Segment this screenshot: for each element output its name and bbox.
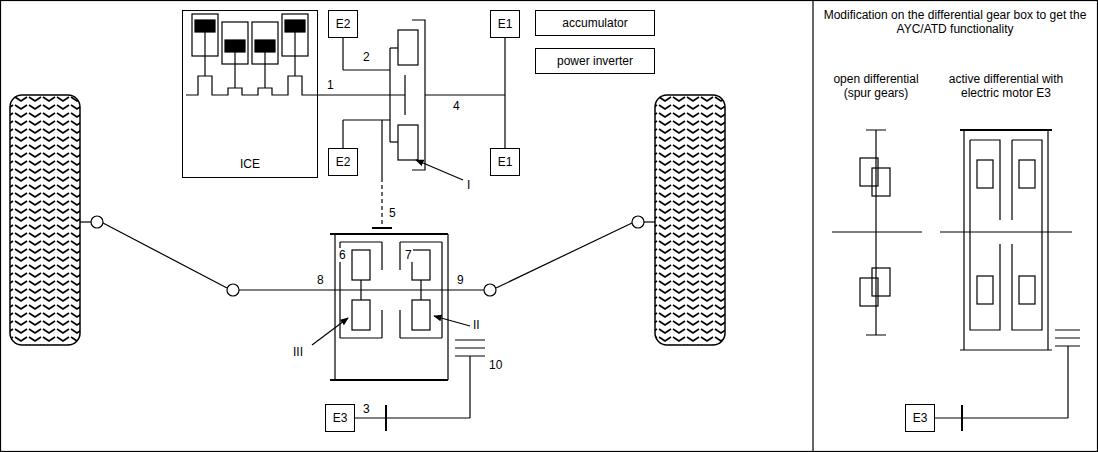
callout-number: 9 bbox=[456, 273, 465, 287]
leader-line bbox=[312, 318, 348, 345]
leader-line bbox=[434, 316, 470, 326]
leader-line bbox=[416, 160, 463, 180]
callout-number: 3 bbox=[362, 402, 371, 416]
callout-number: III bbox=[292, 345, 304, 359]
motor-box: E2 bbox=[328, 148, 358, 176]
callout-number: I bbox=[466, 178, 471, 192]
active-differential-illustration bbox=[935, 130, 1080, 431]
box-label: E2 bbox=[336, 17, 351, 31]
box-label: E3 bbox=[913, 411, 928, 425]
component-box: power inverter bbox=[535, 48, 655, 74]
box-label: ICE bbox=[240, 157, 260, 171]
box-label: power inverter bbox=[557, 54, 633, 68]
motor-box: E3 bbox=[325, 404, 355, 432]
left-tire bbox=[10, 95, 80, 345]
right-tire bbox=[655, 95, 725, 345]
callout-number: 8 bbox=[316, 273, 325, 287]
callout-number: 2 bbox=[362, 50, 371, 64]
active-differential bbox=[312, 234, 485, 431]
box-label: E3 bbox=[333, 411, 348, 425]
motor-box: E2 bbox=[328, 10, 358, 38]
panel-caption: active differential with electric motor … bbox=[930, 72, 1082, 100]
motor-box: E3 bbox=[905, 404, 935, 432]
panel-caption: open differential (spur gears) bbox=[825, 72, 927, 100]
box-label: accumulator bbox=[562, 16, 627, 30]
engine-illustration bbox=[186, 14, 318, 95]
panel-divider bbox=[812, 0, 813, 452]
callout-number: II bbox=[472, 318, 481, 332]
box-label: E1 bbox=[498, 17, 513, 31]
box-label: E1 bbox=[498, 155, 513, 169]
callout-number: 6 bbox=[338, 248, 347, 262]
component-box: accumulator bbox=[535, 10, 655, 36]
half-shafts bbox=[80, 216, 655, 296]
callout-number: 5 bbox=[388, 206, 397, 220]
motor-box: E1 bbox=[490, 10, 520, 38]
callout-number: 10 bbox=[488, 358, 503, 372]
motor-box: E1 bbox=[490, 148, 520, 176]
planetary-gear-set-I bbox=[318, 20, 505, 228]
engine-box: ICE bbox=[182, 10, 318, 178]
callout-number: 1 bbox=[326, 78, 335, 92]
open-differential-illustration bbox=[832, 130, 922, 335]
callout-number: 7 bbox=[404, 248, 413, 262]
panel-heading: Modification on the differential gear bo… bbox=[814, 8, 1096, 36]
box-label: E2 bbox=[336, 155, 351, 169]
callout-number: 4 bbox=[452, 99, 461, 113]
